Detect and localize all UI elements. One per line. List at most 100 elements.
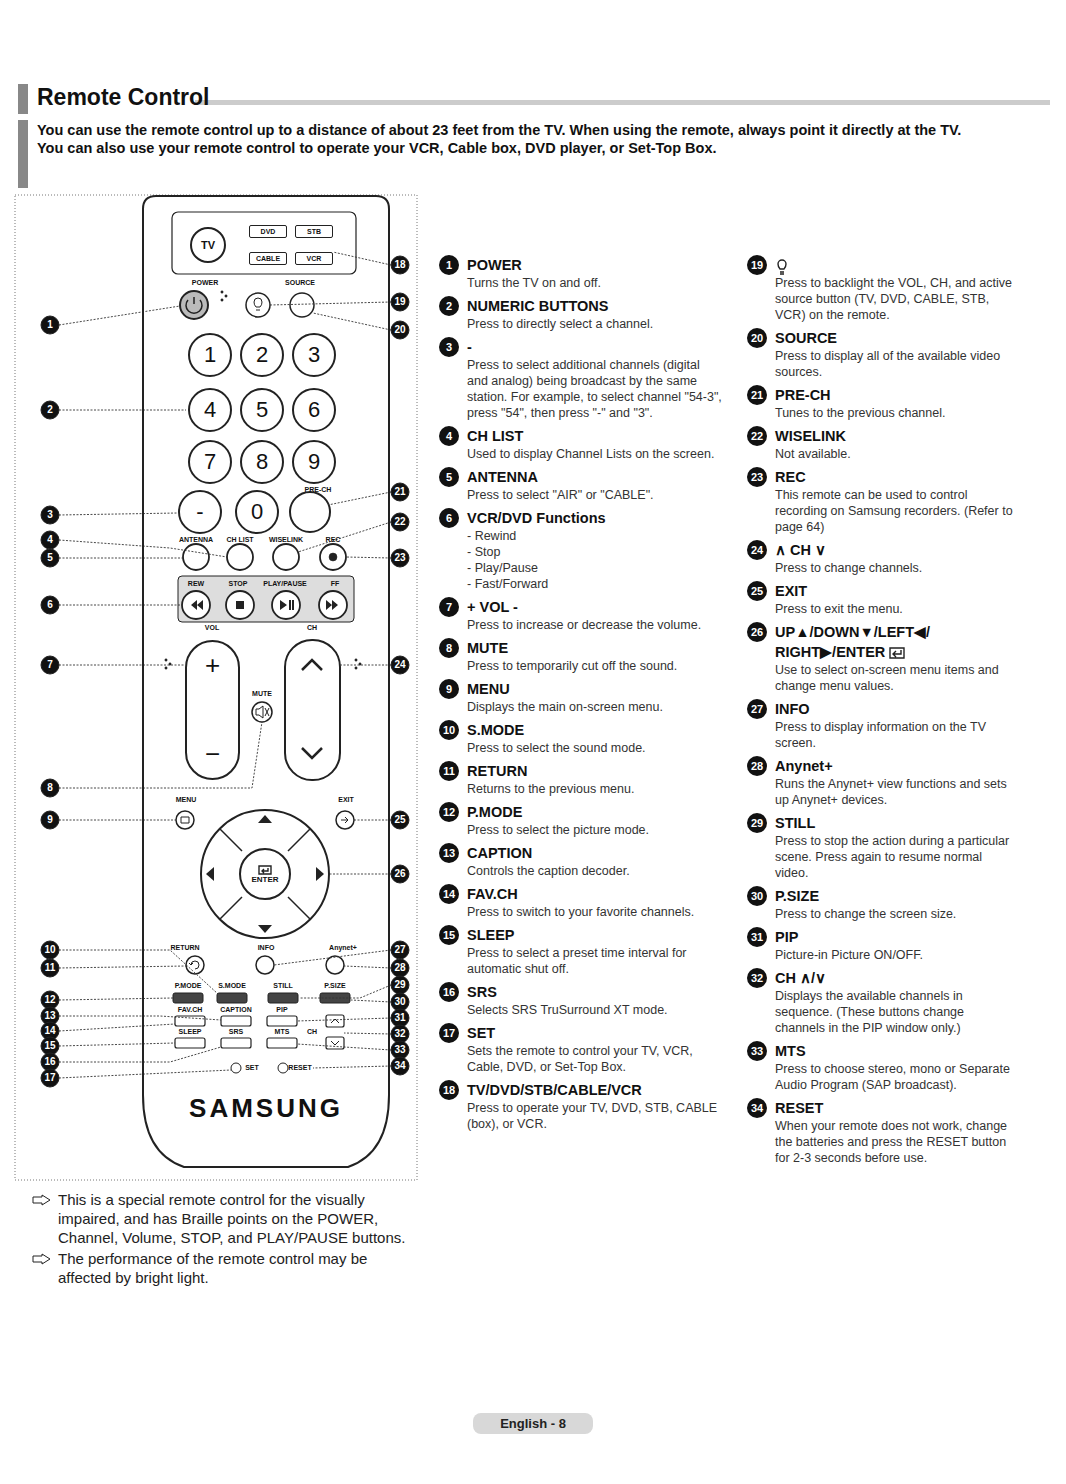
callout-number: 26 (391, 865, 409, 883)
item-heading-row: PIP (775, 927, 1013, 947)
callout-marker (41, 811, 59, 829)
description-item: 27INFOPress to display information on th… (745, 699, 1013, 751)
callout-marker (41, 316, 59, 334)
callout-number: 1 (439, 255, 459, 275)
leader-line (59, 513, 178, 515)
leader-line (274, 950, 391, 965)
item-description: When your remote does not work, change t… (775, 1118, 1013, 1166)
item-description: - Play/Pause (467, 560, 722, 576)
item-heading: P.MODE (467, 804, 522, 820)
rewind-icon (191, 600, 203, 610)
button-label: MENU (176, 796, 197, 804)
description-item: 21PRE-CHTunes to the previous channel. (745, 385, 1013, 421)
callout-number: 3 (439, 337, 459, 357)
item-description: Press to switch to your favorite channel… (467, 904, 722, 920)
callout-marker (391, 1025, 409, 1043)
item-heading-row: POWER (467, 255, 722, 275)
callout-number: 4 (41, 531, 59, 549)
item-description: Press to operate your TV, DVD, STB, CABL… (467, 1100, 722, 1132)
stop-icon (236, 601, 244, 609)
button-label: RETURN (170, 944, 199, 952)
button-label: PIP (276, 1006, 287, 1014)
down-arrow (258, 925, 272, 933)
button-label: STOP (229, 580, 248, 588)
callout-marker (41, 531, 59, 549)
callout-number: 18 (391, 256, 409, 274)
description-item: 14FAV.CHPress to switch to your favorite… (437, 884, 722, 920)
callout-number: 11 (439, 761, 459, 781)
braille-dot (225, 295, 227, 297)
item-heading-row: MUTE (467, 638, 722, 658)
description-item: 7+ VOL -Press to increase or decrease th… (437, 597, 722, 633)
playback-button (226, 591, 254, 619)
braille-dot (221, 299, 223, 301)
button-label: S.MODE (218, 982, 246, 990)
callout-number: 16 (439, 982, 459, 1002)
description-item: 4CH LISTUsed to display Channel Lists on… (437, 426, 722, 462)
figure-frame (15, 195, 417, 1180)
enter-button: ENTER (239, 848, 291, 900)
leader-line (59, 558, 183, 559)
item-description: Press to display information on the TV s… (775, 719, 1013, 751)
callout-marker (41, 991, 59, 1009)
fast-forward-icon (326, 600, 338, 610)
round-button: - (178, 490, 222, 534)
item-heading-row: + VOL - (467, 597, 722, 617)
callout-number: 20 (747, 328, 767, 348)
item-description: Press to backlight the VOL, CH, and acti… (775, 275, 1013, 323)
item-heading-row: P.SIZE (775, 886, 1013, 906)
callout-marker (41, 506, 59, 524)
button-text: 9 (308, 449, 320, 475)
item-heading: FAV.CH (467, 886, 518, 902)
source-frame (172, 212, 356, 274)
page-number: English - 8 (473, 1413, 593, 1434)
enter-icon-stroke (890, 648, 904, 658)
round-button: 1 (188, 333, 232, 377)
function-button (267, 1016, 297, 1026)
item-heading: CAPTION (467, 845, 532, 861)
button-label: STILL (273, 982, 292, 990)
item-description: Press to select a preset time interval f… (467, 945, 722, 977)
round-button: 9 (292, 440, 336, 484)
mode-button (268, 993, 298, 1003)
item-description: Press to stop the action during a partic… (775, 833, 1013, 881)
leader-line (59, 1024, 175, 1031)
item-heading: NUMERIC BUTTONS (467, 298, 609, 314)
button-text: VCR (307, 255, 322, 262)
description-item: 23RECThis remote can be used to control … (745, 467, 1013, 535)
leader-line (340, 665, 391, 666)
callout-number: 11 (41, 959, 59, 977)
round-button: TV (190, 227, 226, 263)
bulb-icon-stroke (778, 260, 786, 274)
button-label: POWER (192, 279, 218, 287)
description-item: 3-Press to select additional channels (d… (437, 337, 722, 421)
button-label: WISELINK (269, 536, 303, 544)
callout-number: 27 (747, 699, 767, 719)
item-description: Turns the TV on and off. (467, 275, 722, 291)
item-heading-row: MTS (775, 1041, 1013, 1061)
callout-number: 12 (439, 802, 459, 822)
set-button (231, 1063, 241, 1073)
item-description: Controls the caption decoder. (467, 863, 722, 879)
callout-number: 34 (391, 1057, 409, 1075)
leader-line (313, 313, 391, 330)
description-item: 19Press to backlight the VOL, CH, and ac… (745, 255, 1013, 323)
round-button: 4 (188, 388, 232, 432)
leader-line (344, 1033, 391, 1034)
function-button (227, 544, 253, 570)
item-heading: Anynet+ (775, 758, 833, 774)
callout-number: 32 (391, 1025, 409, 1043)
callout-number: 6 (439, 508, 459, 528)
button-label: CH (307, 624, 317, 632)
description-item: 24∧ CH ∨Press to change channels. (745, 540, 1013, 576)
leader-line (59, 306, 180, 325)
description-item: 18TV/DVD/STB/CABLE/VCRPress to operate y… (437, 1080, 722, 1132)
button-label: FAV.CH (178, 1006, 203, 1014)
menu-button (176, 811, 194, 829)
description-item: 34RESETWhen your remote does not work, c… (745, 1098, 1013, 1166)
item-heading-row: UP▲/DOWN▼/LEFT◀/ RIGHT▶/ENTER (775, 622, 1013, 662)
callout-marker (41, 1069, 59, 1087)
callout-number: 29 (391, 976, 409, 994)
round-button: 2 (240, 333, 284, 377)
item-heading: MUTE (467, 640, 508, 656)
